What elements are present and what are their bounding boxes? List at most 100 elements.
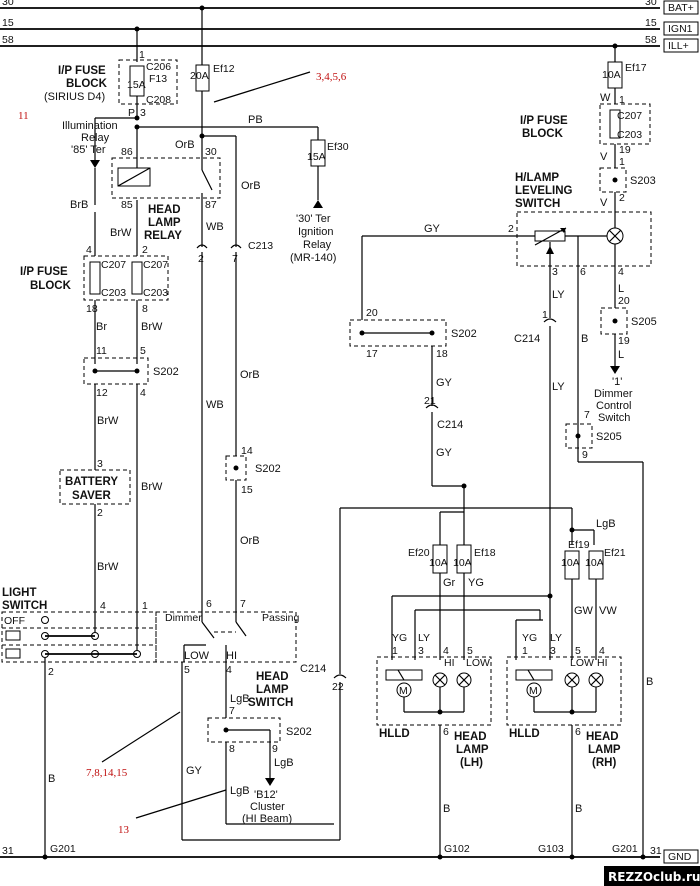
s202-left: 11 5 12 4 S202 BrW BrW (83, 345, 179, 612)
head-lamp-switch: 6 7 Dimmer Passing LOW HI 5 4 HEAD LAMP … (155, 598, 340, 841)
svg-text:85: 85 (121, 199, 133, 211)
svg-text:LOW: LOW (570, 657, 594, 669)
b-wire-level: B B (577, 266, 653, 860)
svg-text:3: 3 (550, 645, 556, 657)
svg-text:'1': '1' (612, 376, 622, 388)
svg-text:14: 14 (241, 445, 253, 457)
svg-text:WB: WB (206, 221, 224, 233)
svg-text:2: 2 (48, 666, 54, 678)
svg-text:1: 1 (522, 645, 528, 657)
svg-text:LgB: LgB (230, 785, 250, 797)
svg-text:S202: S202 (153, 366, 179, 378)
svg-text:Ignition: Ignition (298, 226, 333, 238)
svg-text:Ef21: Ef21 (604, 547, 626, 559)
svg-text:Relay: Relay (81, 132, 110, 144)
svg-text:C214: C214 (300, 663, 326, 675)
svg-text:2: 2 (508, 223, 514, 235)
battery-saver: 3 BATTERY SAVER 2 BrW (59, 458, 131, 612)
h-lamp-leveling-switch: H/LAMP LEVELING SWITCH 2 3 6 4 (508, 172, 652, 278)
svg-text:(SIRIUS D4): (SIRIUS D4) (44, 91, 105, 103)
rail-bat-tag: BAT+ (668, 2, 694, 14)
ipfuse-top: 1 C206 F13 15A C208 3 P I/P FUSE BLOCK (… (44, 26, 178, 119)
svg-text:B: B (443, 803, 450, 815)
svg-text:SWITCH: SWITCH (515, 198, 560, 210)
svg-text:2: 2 (619, 192, 625, 204)
svg-text:I/P FUSE: I/P FUSE (58, 65, 106, 77)
ly-wire-level: LY 1 C214 LY (514, 266, 565, 596)
ref-3456: 3,4,5,6 (213, 71, 347, 103)
svg-text:Control: Control (596, 400, 631, 412)
rail-ill-num-right: 58 (645, 34, 657, 46)
svg-text:8: 8 (142, 303, 148, 315)
svg-text:6: 6 (575, 726, 581, 738)
svg-text:B: B (575, 803, 582, 815)
svg-text:12: 12 (96, 387, 108, 399)
svg-text:M: M (399, 685, 408, 697)
svg-text:15A: 15A (127, 79, 146, 91)
svg-text:Switch: Switch (598, 412, 630, 424)
svg-text:4: 4 (86, 244, 92, 256)
rail-ign: 15 15 IGN1 (0, 17, 699, 36)
svg-text:BrW: BrW (141, 321, 163, 333)
svg-text:V: V (600, 197, 608, 209)
s202-top: GY 20 17 18 S202 GY 21 C214 GY (349, 223, 515, 545)
svg-text:LAMP: LAMP (148, 217, 181, 229)
svg-text:B: B (581, 333, 588, 345)
svg-text:HLLD: HLLD (509, 728, 540, 740)
svg-text:4: 4 (599, 645, 605, 657)
svg-text:M: M (529, 685, 538, 697)
svg-text:L: L (618, 283, 624, 295)
ef30-branch: PB Ef30 15A '30' Ter Ignition Relay (MR-… (134, 114, 349, 264)
svg-text:20A: 20A (190, 70, 209, 82)
svg-text:W: W (600, 92, 611, 104)
svg-text:21: 21 (424, 395, 436, 407)
rail-gnd-num-right: 31 (650, 845, 662, 857)
svg-text:Ef19: Ef19 (568, 539, 590, 551)
svg-text:OrB: OrB (175, 139, 195, 151)
svg-text:10A: 10A (585, 557, 604, 569)
svg-text:11: 11 (18, 110, 29, 122)
svg-text:Br: Br (96, 321, 107, 333)
svg-text:10A: 10A (602, 69, 621, 81)
svg-text:B: B (48, 773, 55, 785)
svg-text:1: 1 (392, 645, 398, 657)
svg-text:VW: VW (599, 605, 617, 617)
svg-text:GY: GY (186, 765, 203, 777)
svg-text:6: 6 (443, 726, 449, 738)
svg-text:BrW: BrW (97, 415, 119, 427)
svg-text:C207: C207 (617, 110, 642, 122)
svg-text:10A: 10A (429, 557, 448, 569)
svg-text:Relay: Relay (303, 239, 332, 251)
svg-text:3: 3 (418, 645, 424, 657)
svg-text:RELAY: RELAY (144, 230, 182, 242)
svg-text:SWITCH: SWITCH (248, 697, 293, 709)
ref-13: 13 (118, 789, 227, 836)
svg-text:GW: GW (574, 605, 594, 617)
svg-text:Ef12: Ef12 (213, 63, 235, 75)
svg-text:1: 1 (619, 94, 625, 106)
svg-text:OFF: OFF (4, 615, 25, 627)
svg-text:13: 13 (118, 824, 130, 836)
svg-text:1: 1 (619, 156, 625, 168)
s205-upper: L 20 S205 19 L '1' Dimmer Control Switch (594, 266, 657, 424)
svg-text:GY: GY (436, 377, 453, 389)
svg-text:S202: S202 (451, 328, 477, 340)
svg-text:2: 2 (97, 507, 103, 519)
svg-text:5: 5 (140, 345, 146, 357)
svg-text:F13: F13 (149, 73, 167, 85)
svg-text:G201: G201 (612, 843, 638, 855)
svg-text:18: 18 (436, 348, 448, 360)
illumination-relay-ter: Illumination Relay '85' Ter BrB (62, 115, 140, 211)
rail-ign-num-right: 15 (645, 17, 657, 29)
svg-text:19: 19 (619, 144, 631, 156)
svg-text:G102: G102 (444, 843, 470, 855)
svg-text:S202: S202 (286, 726, 312, 738)
svg-text:3: 3 (97, 458, 103, 470)
head-lamp-lh: YG LY 1 3 4 5 HI LOW M 6 HLLD HEAD LAMP … (376, 632, 492, 860)
svg-text:6: 6 (580, 266, 586, 278)
svg-text:2: 2 (142, 244, 148, 256)
svg-text:C214: C214 (437, 419, 463, 431)
svg-text:HEAD: HEAD (256, 671, 289, 683)
svg-text:LgB: LgB (596, 518, 616, 530)
